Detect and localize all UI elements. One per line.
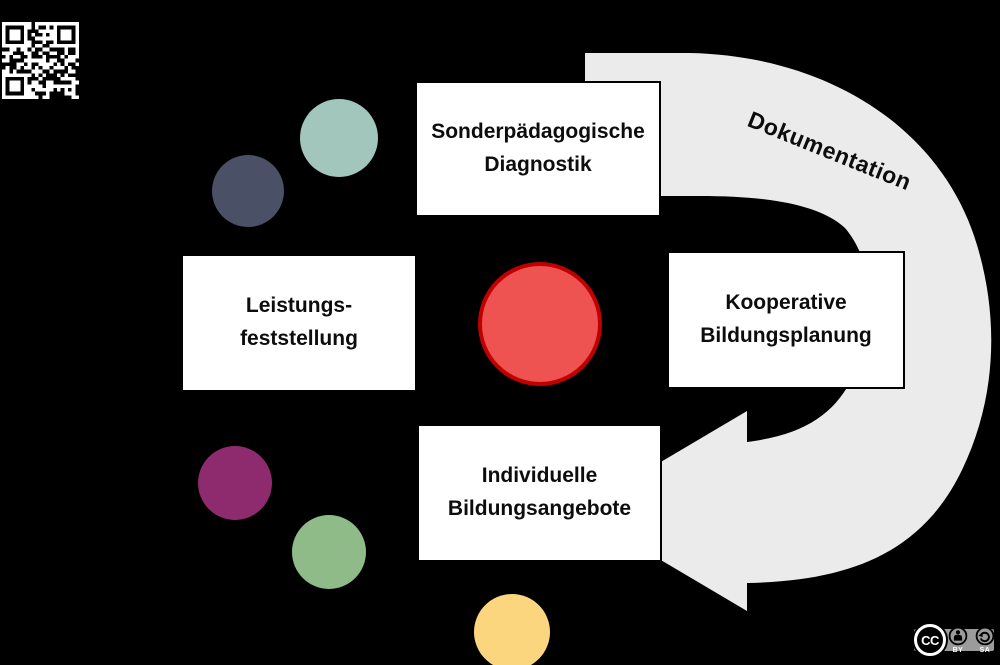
box-individuelle-bildungsangebote: Individuelle Bildungsangebote	[417, 424, 662, 562]
box-leistungsfeststellung: Leistungs- feststellung	[181, 254, 417, 392]
box-sonderpaedagogische-diagnostik: Sonderpädagogische Diagnostik	[415, 81, 661, 217]
green-dot	[292, 515, 366, 589]
qr-code	[2, 21, 79, 100]
cc-by-label: BY	[952, 647, 964, 654]
cc-sa-label: SA	[979, 647, 991, 654]
box-label-line: Diagnostik	[484, 153, 592, 176]
cc-logo-icon: CC	[914, 624, 946, 656]
slate-dot	[212, 155, 284, 227]
cc-license-badge[interactable]: CC BY SA	[906, 620, 998, 662]
box-label-line: Kooperative	[725, 291, 847, 315]
cc-by-person-icon	[948, 626, 968, 646]
teal-dot	[300, 99, 378, 177]
box-kooperative-bildungsplanung: Kooperative Bildungsplanung	[667, 251, 905, 389]
cycle-arrow-shape	[578, 53, 992, 611]
purple-dot	[198, 446, 272, 520]
process-center-circle	[478, 262, 602, 386]
box-label-line: Leistungs-	[245, 294, 353, 318]
box-label-line: feststellung	[240, 327, 358, 350]
box-label-line: Bildungsplanung	[700, 324, 872, 347]
cc-sa-share-alike-icon	[975, 626, 995, 646]
yellow-dot	[474, 594, 550, 665]
box-label-line: Individuelle	[481, 464, 598, 488]
box-label-line: Bildungsangebote	[447, 497, 632, 520]
box-label-line: Sonderpädagogische	[431, 120, 645, 144]
